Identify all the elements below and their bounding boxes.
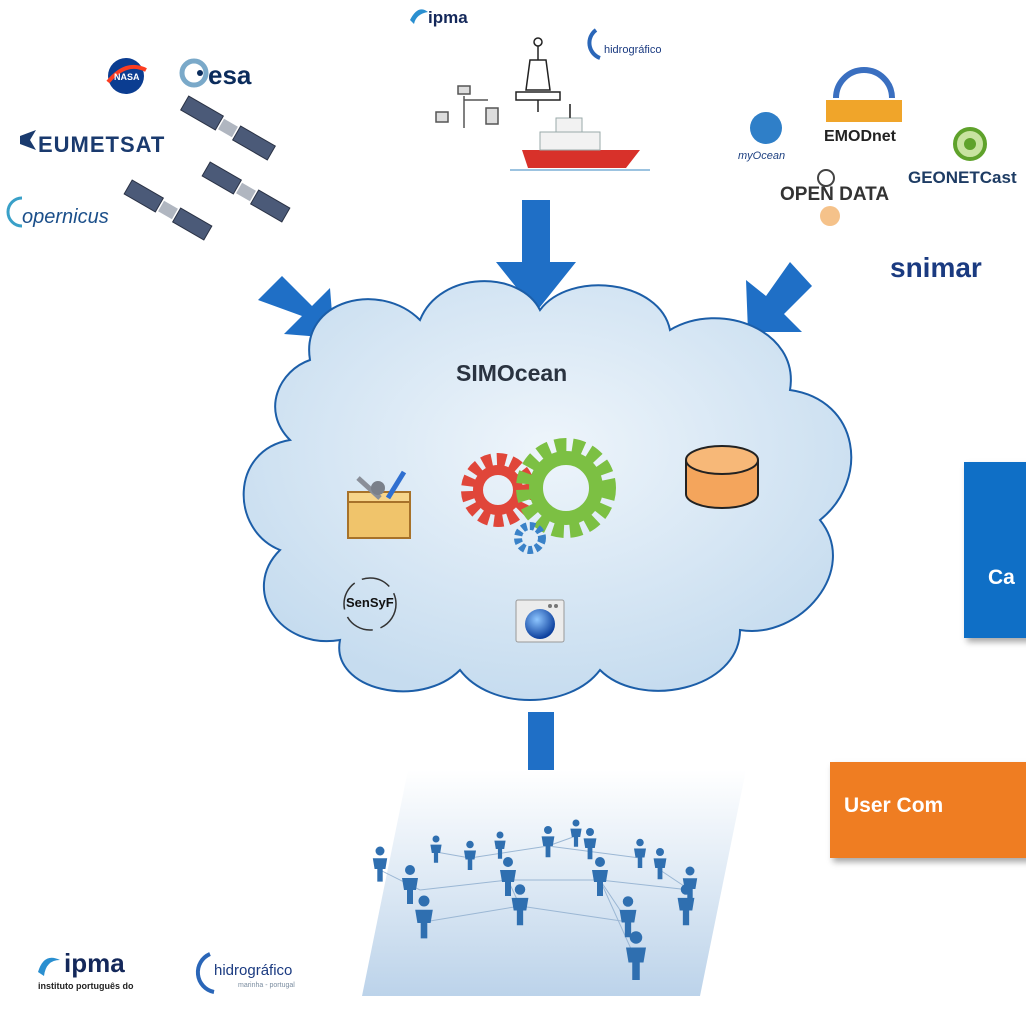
gears-icon: [461, 438, 616, 554]
simocean-cloud: [242, 280, 853, 701]
user-figure: [494, 831, 506, 859]
copernicus-mark: [6, 196, 23, 228]
sensyf-logo-text: SenSyF: [346, 595, 394, 610]
capabilities-box-label: Ca: [988, 566, 1015, 589]
user-figure: [430, 835, 442, 863]
myocean-logo-text: myOcean: [738, 150, 786, 162]
user-community-box-label: User Com: [844, 794, 944, 817]
ship-icon: [510, 104, 650, 171]
user-figure: [682, 866, 698, 902]
copernicus-logo-text: opernicus: [22, 206, 109, 228]
toolbox-icon: [347, 470, 411, 539]
nasa-logo: NASA: [106, 58, 147, 94]
user-figure: [583, 828, 597, 860]
nasa-text: NASA: [114, 72, 140, 82]
weather-station-icon: [435, 85, 499, 128]
user-figure: [500, 857, 516, 896]
ipma-footer-subtitle: instituto português do: [38, 981, 134, 991]
user-figure: [619, 896, 637, 938]
arrow-left: [258, 276, 334, 338]
opendata-pin: [817, 169, 835, 187]
cloud-title: SIMOcean: [456, 360, 568, 386]
user-figure: [570, 819, 582, 847]
user-figure: [541, 826, 555, 858]
arrow-top: [496, 200, 576, 312]
arrow-right: [746, 262, 812, 332]
satellite-icon: [123, 179, 213, 241]
snimar-logo-text: snimar: [890, 252, 982, 283]
hidrografico-footer-mark: [195, 952, 215, 994]
geonetcast-logo-text: GEONETCast: [908, 168, 1017, 187]
capabilities-box: Ca: [964, 462, 1026, 638]
hidrografico-top-logo-text: hidrográfico: [604, 44, 662, 56]
ipma-footer-mark: [38, 957, 60, 976]
hidrografico-footer-logo-text: hidrográfico: [214, 962, 293, 979]
opendata-logo-text: OPEN DATA: [780, 184, 890, 205]
ipma-mark: [410, 9, 428, 24]
ipma-top-logo-text: ipma: [428, 8, 468, 27]
emodnet-mark: [826, 100, 902, 122]
sensyf-logo: [343, 577, 397, 631]
eumetsat-logo-text: EUMETSAT: [38, 132, 166, 157]
eumetsat-mark: [20, 130, 36, 150]
hidrografico-mark: [587, 28, 601, 60]
database-icon: [685, 445, 759, 509]
user-figure: [592, 857, 608, 896]
users-network: [362, 770, 746, 996]
user-figure: [511, 884, 529, 926]
user-figure: [372, 846, 388, 882]
satellite-icon: [180, 95, 276, 161]
user-figure: [415, 895, 433, 939]
esa-mark: [179, 58, 209, 88]
emodnet-logo-text: EMODnet: [824, 128, 896, 145]
user-figure: [677, 884, 695, 926]
user-community-box: User Com: [830, 762, 1026, 858]
user-figure: [634, 838, 646, 868]
user-figure: [402, 865, 418, 904]
user-figure: [653, 848, 667, 880]
user-figure: [626, 931, 646, 980]
web-browser-icon: [515, 599, 565, 643]
esa-logo-text: esa: [208, 60, 252, 90]
opendata-cluster: [820, 206, 840, 226]
user-figure: [464, 840, 476, 870]
myocean-globe: [750, 112, 782, 144]
satellite-icon: [201, 161, 291, 223]
hidrografico-footer-subtitle: marinha - portugal: [238, 982, 295, 989]
buoy-icon: [515, 37, 561, 112]
ipma-footer-logo-text: ipma: [64, 948, 125, 978]
